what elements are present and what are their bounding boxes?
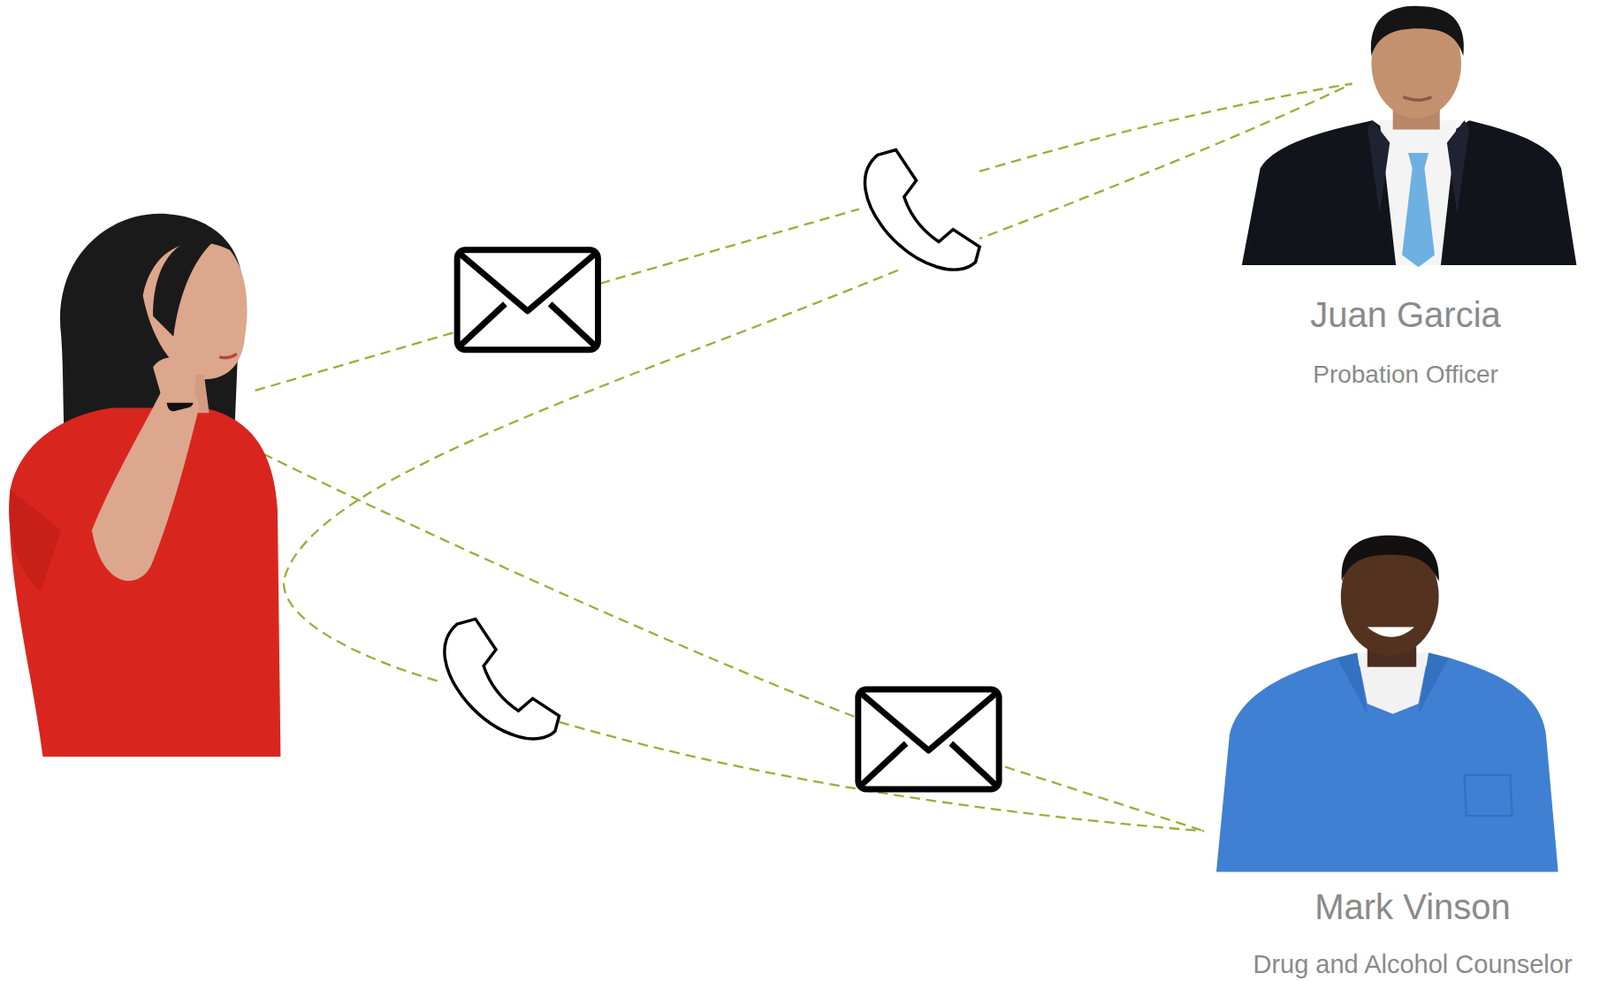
person-name: Mark Vinson xyxy=(1226,886,1599,928)
portrait-photo xyxy=(1241,6,1578,267)
person-role: Drug and Alcohol Counselor xyxy=(1226,950,1599,980)
phone-icon xyxy=(444,618,560,740)
person-card: Mark VinsonDrug and Alcohol Counselor xyxy=(1226,530,1599,981)
envelope-icon xyxy=(457,250,598,351)
dashed-line xyxy=(600,209,860,284)
dashed-line xyxy=(1005,767,1204,832)
dashed-line xyxy=(263,453,856,717)
person-role: Probation Officer xyxy=(1228,360,1583,389)
portrait-photo xyxy=(1216,535,1559,873)
envelope-icon xyxy=(858,689,999,790)
woman-illustration xyxy=(8,213,281,757)
dashed-line xyxy=(255,332,455,391)
dashed-lines xyxy=(255,83,1353,832)
person-card: Juan GarciaProbation Officer xyxy=(1228,0,1583,398)
phone-icon xyxy=(864,150,980,271)
person-name: Juan Garcia xyxy=(1228,294,1583,336)
